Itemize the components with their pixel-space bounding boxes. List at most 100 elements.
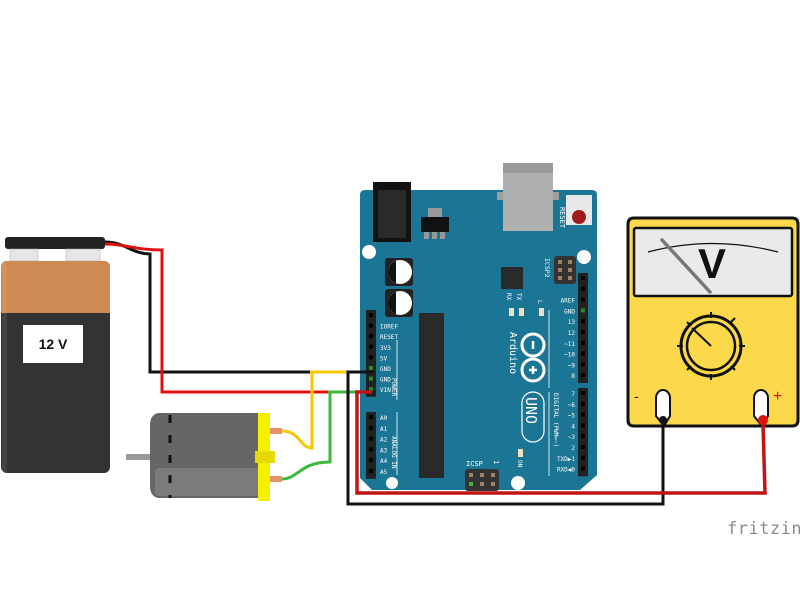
multimeter[interactable]: V - + [626,216,800,428]
battery-positive-wire[interactable] [104,242,375,394]
negative-probe-jack[interactable] [655,389,671,428]
positive-label: + [773,388,782,405]
motor-shaft [126,454,150,460]
voltage-regulator [421,217,449,232]
battery-negative-wire[interactable] [104,240,352,374]
motor-yellow-wire[interactable] [281,372,314,450]
pin-label: TXD▶1 [557,456,575,463]
motor-wires [281,370,355,481]
header-pin[interactable] [581,455,585,460]
header-pin[interactable] [369,425,373,430]
pin-label: GND [380,366,391,373]
pin-label: A0 [380,415,388,422]
reset-label: RESET [558,207,566,229]
uno-text: UNO [522,397,540,424]
battery-body [1,261,110,473]
header-pin[interactable] [369,323,373,328]
digital-header-title: DIGITAL (PWM=~) [552,393,559,447]
pin-label: A4 [380,458,388,465]
arduino-uno-board[interactable]: RESET ICSP2 [360,163,597,491]
battery-terminal-positive [65,248,101,262]
header-pin[interactable] [581,330,585,334]
header-pin[interactable] [369,387,373,392]
motor-terminal-1 [270,428,282,434]
header-pin[interactable] [369,344,373,349]
header-pin[interactable] [581,434,585,439]
mounting-hole [511,476,525,490]
header-pin[interactable] [369,415,373,419]
mounting-hole [577,250,591,264]
header-pin[interactable] [581,308,585,313]
tx-label: TX [515,293,522,301]
battery-voltage-label: 12 V [39,336,68,352]
meter-needle [660,238,712,294]
icsp-header [465,469,499,491]
analog-header-title: ANALOG IN [390,436,397,469]
pin-label: A5 [380,469,388,476]
header-pin[interactable] [581,319,585,324]
icsp-pin1-label: 1 [492,460,500,464]
pin-label: IOREF [380,324,398,331]
battery-terminal-negative [9,248,39,262]
header-pin[interactable] [369,447,373,452]
pin-label: A2 [380,437,388,444]
uno-badge [521,391,545,443]
pin-label: VIN [380,387,391,394]
header-pin[interactable] [369,458,373,463]
dial-pointer [691,327,712,347]
gnd-to-multimeter-wire[interactable] [346,370,665,506]
pin-label: A1 [380,426,388,433]
pin-label: ~5 [568,413,576,420]
pin-label: AREF [561,298,576,305]
battery-cap [5,237,105,249]
l-led [539,308,544,316]
l-label: L [536,300,543,304]
pin-label: 12 [568,330,576,337]
dc-motor[interactable] [126,413,282,501]
header-pin[interactable] [369,469,373,473]
meter-scale-arc [647,242,779,253]
header-pin[interactable] [581,286,585,291]
negative-label: - [634,388,639,404]
on-led [518,449,523,457]
battery[interactable]: 12 V [1,237,110,473]
pin-label: A3 [380,447,388,454]
capacitor [385,258,413,286]
capacitor [385,289,413,317]
header-pin[interactable] [581,362,585,367]
header-pin[interactable] [581,466,585,471]
header-pin[interactable] [581,412,585,417]
motor-green-wire[interactable] [281,392,332,481]
pin-label: 13 [568,319,576,326]
pin-label: RESET [380,334,398,341]
header-pin[interactable] [369,436,373,441]
header-pin[interactable] [581,445,585,449]
mounting-hole [386,477,398,489]
header-pin[interactable] [369,334,373,339]
header-pin[interactable] [581,297,585,302]
pin-label: GND [564,308,575,315]
header-pin[interactable] [369,376,373,381]
header-pin[interactable] [581,373,585,378]
rx-led [509,308,514,316]
measurement-wires [346,370,767,506]
header-pin[interactable] [369,366,373,370]
selector-dial[interactable] [677,312,745,380]
header-pin[interactable] [581,423,585,428]
header-pin[interactable] [581,391,585,395]
icsp2-header [554,256,576,284]
vin-to-multimeter-wire[interactable] [355,390,767,495]
header-pin[interactable] [369,355,373,360]
power-header-title: POWER [390,378,397,396]
header-pin[interactable] [369,313,373,317]
reset-button-cap[interactable] [572,210,586,224]
header-pin[interactable] [581,401,585,406]
arduino-brand-text: Arduino [507,332,518,374]
header-pin[interactable] [581,340,585,345]
header-pin[interactable] [581,351,585,356]
icsp-label: ICSP [466,460,483,468]
header-pin[interactable] [581,276,585,280]
